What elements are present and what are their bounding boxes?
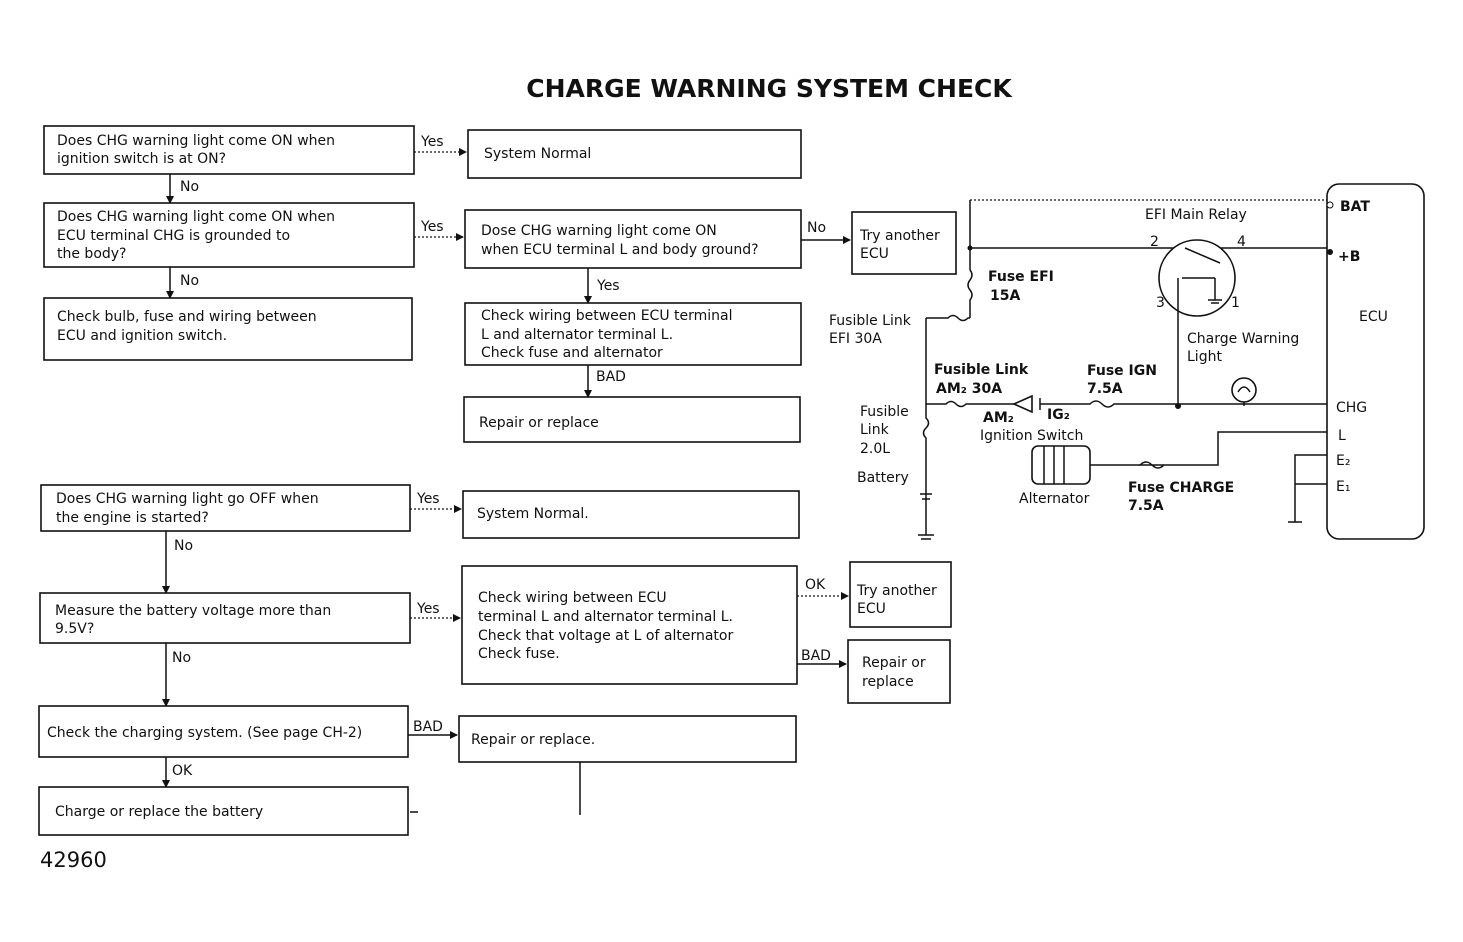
ignition-switch-symbol: [1012, 394, 1033, 414]
result-repair-2-text: Repair or replace: [862, 655, 930, 690]
result-charge-battery-text: Charge or replace the battery: [55, 804, 263, 820]
ignition-switch-label: Ignition Switch: [980, 428, 1083, 444]
ig2-label: IG₂: [1047, 407, 1070, 423]
fuse-efi-symbol: [967, 269, 973, 318]
result-try-ecu-1-text: Try another ECU: [859, 228, 944, 262]
ecu-terminal-e1: E₁: [1336, 479, 1350, 495]
ecu-terminal-e2: E₂: [1336, 453, 1350, 469]
node-ecu-bat: [1326, 201, 1334, 209]
alternator-ribs: [1043, 446, 1065, 484]
fusible-link-efi-label: Fusible Link EFI 30A: [829, 313, 915, 347]
q2-no-label: No: [180, 273, 199, 289]
wiring2-bad-label: BAD: [801, 648, 831, 664]
result-system-normal-1-text: System Normal: [484, 146, 591, 162]
question-box-1: [43, 125, 415, 175]
question-6-text: Check the charging system. (See page CH-…: [47, 725, 362, 741]
q1-yes-label: Yes: [420, 134, 444, 150]
result-try-ecu-2: [849, 561, 952, 628]
relay-contact: [1184, 247, 1221, 264]
result-check-bulb: [43, 297, 413, 361]
battery-label: Battery: [857, 470, 909, 486]
node-plus-b: [967, 245, 973, 251]
alternator-label: Alternator: [1019, 491, 1090, 507]
node-chg-relay: [1175, 403, 1181, 409]
result-check-wiring-2-text: Check wiring between ECU terminal L and …: [478, 590, 738, 662]
wiring2-ok-label: OK: [805, 577, 826, 593]
result-repair-1-text: Repair or replace: [479, 415, 599, 431]
figure-number: 42960: [40, 848, 107, 872]
page-title: CHARGE WARNING SYSTEM CHECK: [526, 74, 1013, 103]
fuse-ign-label: Fuse IGN 7.5A: [1087, 363, 1162, 397]
question-2-text: Does CHG warning light come ON when ECU …: [57, 209, 339, 262]
relay-pin-3: 3: [1156, 295, 1165, 311]
node-ecu-plus-b: [1327, 249, 1333, 255]
result-check-bulb-text: Check bulb, fuse and wiring between ECU …: [57, 309, 321, 344]
fuse-efi-label: Fuse EFI 15A: [988, 269, 1059, 304]
q5-yes-label: Yes: [416, 601, 440, 617]
result-check-wiring-1-text: Check wiring between ECU terminal L and …: [481, 308, 737, 361]
result-repair-3: [458, 715, 797, 763]
question-box-2: [43, 202, 415, 268]
question-box-6: [38, 705, 409, 758]
question-5-text: Measure the battery voltage more than 9.…: [55, 603, 336, 637]
result-repair-2: [847, 639, 951, 704]
fuse-charge-label: Fuse CHARGE 7.5A: [1128, 480, 1239, 514]
result-charge-battery: [38, 786, 409, 836]
result-system-normal-2-text: System Normal.: [477, 506, 589, 522]
warning-light-bulb-icon: [1231, 377, 1257, 403]
ecu-block: [1326, 183, 1425, 540]
question-3-text: Dose CHG warning light come ON when ECU …: [481, 223, 759, 258]
fusible-link-am2-symbol: [926, 400, 1014, 408]
question-1-text: Does CHG warning light come ON when igni…: [57, 133, 339, 167]
q3-no-label: No: [807, 220, 826, 236]
battery-wire-ground: [918, 462, 934, 540]
efi-main-relay-label: EFI Main Relay: [1145, 207, 1247, 223]
relay-pin-1: 1: [1231, 295, 1240, 311]
q6-ok-label: OK: [172, 763, 193, 779]
fusible-link-am2-label: Fusible Link AM₂ 30A: [934, 362, 1033, 397]
fusible-link-main-symbol: [922, 404, 930, 462]
question-box-3: [464, 209, 802, 269]
ecu-terminal-chg: CHG: [1336, 400, 1367, 416]
ecu-label: ECU: [1359, 309, 1388, 325]
q2-yes-label: Yes: [420, 219, 444, 235]
wire-ground-ecu: [1288, 454, 1327, 523]
ecu-terminal-plus-b: +B: [1338, 249, 1360, 265]
ecu-terminal-l: L: [1338, 428, 1346, 444]
question-4-text: Does CHG warning light go OFF when the e…: [56, 491, 323, 526]
fusible-link-efi-symbol: [926, 314, 970, 322]
q4-no-label: No: [174, 538, 193, 554]
wiring1-bad-label: BAD: [596, 369, 626, 385]
ecu-terminal-bat: BAT: [1340, 199, 1370, 215]
wire-l: [1138, 431, 1327, 469]
am2-label: AM₂: [983, 410, 1014, 426]
alternator-symbol: [1031, 445, 1091, 485]
result-try-ecu-1: [851, 211, 957, 275]
question-box-4: [40, 484, 411, 532]
relay-ground: [1208, 278, 1222, 304]
q6-bad-label: BAD: [413, 719, 443, 735]
result-repair-1: [463, 396, 801, 443]
warning-light-filament: [1237, 386, 1251, 393]
q5-no-label: No: [172, 650, 191, 666]
question-box-5: [39, 592, 411, 644]
relay-pin-4: 4: [1237, 234, 1246, 250]
wire-chg: [1040, 400, 1327, 408]
q4-yes-label: Yes: [416, 491, 440, 507]
result-system-normal-1: [467, 129, 802, 179]
relay-pin-2: 2: [1150, 234, 1159, 250]
q1-no-label: No: [180, 179, 199, 195]
fusible-link-main-label: Fusible Link 2.0L: [860, 404, 913, 457]
result-repair-3-text: Repair or replace.: [471, 732, 595, 748]
result-system-normal-2: [462, 490, 800, 539]
charge-warning-light-label: Charge Warning Light: [1187, 331, 1304, 365]
result-check-wiring-1: [464, 302, 802, 366]
result-check-wiring-2: [461, 565, 798, 685]
result-try-ecu-2-text: Try another ECU: [856, 583, 941, 617]
battery-symbol: [920, 493, 932, 500]
q3-yes-label: Yes: [596, 278, 620, 294]
